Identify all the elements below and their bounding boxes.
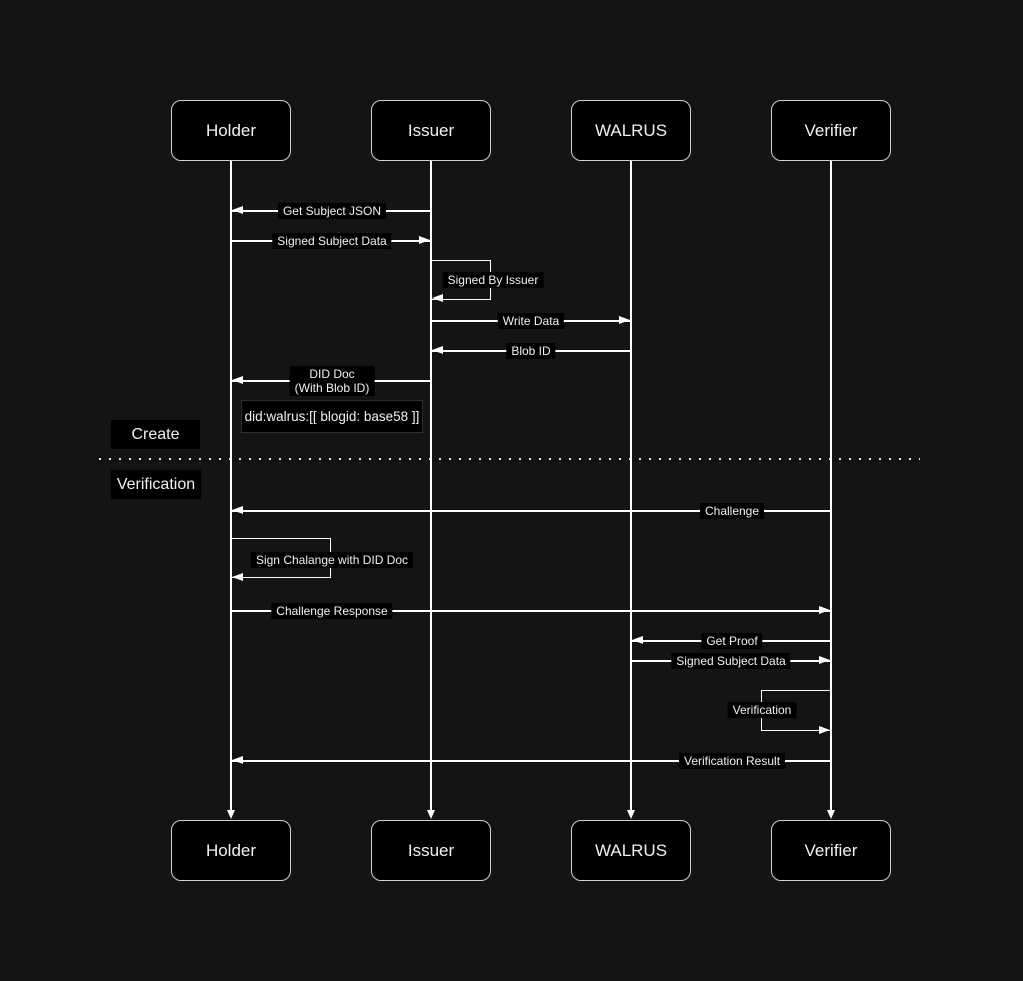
message-label: Get Subject JSON xyxy=(277,203,387,219)
message-label-line1: DID Doc xyxy=(309,367,355,381)
message-label: Challenge Response xyxy=(271,603,393,619)
lifeline-end-arrow xyxy=(627,810,635,819)
actor-walrus-top: WALRUS xyxy=(571,100,691,161)
actor-holder-bottom: Holder xyxy=(171,820,291,881)
section-label-text: Create xyxy=(131,425,180,443)
actor-verifier-top: Verifier xyxy=(771,100,891,161)
arrowhead-left-icon xyxy=(232,376,243,384)
actor-label: Verifier xyxy=(804,120,858,140)
actor-label: Holder xyxy=(205,840,257,860)
message-line xyxy=(231,510,831,512)
actor-label: WALRUS xyxy=(594,120,668,140)
arrowhead-left-icon xyxy=(232,756,243,764)
message-label: DID Doc (With Blob ID) xyxy=(289,366,375,396)
actor-holder-top: Holder xyxy=(171,100,291,161)
message-label: Verification xyxy=(727,702,797,718)
note-text: did:walrus:[[ blogid: base58 ]] xyxy=(244,409,420,424)
message-line xyxy=(231,610,831,612)
actor-label: Holder xyxy=(205,120,257,140)
message-label: Signed By Issuer xyxy=(442,272,544,288)
note-did-walrus: did:walrus:[[ blogid: base58 ]] xyxy=(241,400,423,433)
message-label-line2: (With Blob ID) xyxy=(294,381,370,395)
arrowhead-left-icon xyxy=(432,346,443,354)
arrowhead-left-icon xyxy=(632,636,643,644)
arrowhead-left-icon xyxy=(432,294,443,302)
section-divider-dotted-line xyxy=(99,458,920,460)
actor-verifier-bottom: Verifier xyxy=(771,820,891,881)
actor-issuer-top: Issuer xyxy=(371,100,491,161)
lifeline-issuer xyxy=(430,161,432,811)
message-label: Sign Chalange with DID Doc xyxy=(250,552,414,568)
arrowhead-left-icon xyxy=(232,206,243,214)
message-label: Write Data xyxy=(497,313,565,329)
arrowhead-left-icon xyxy=(232,573,243,581)
message-label: Challenge xyxy=(699,503,765,519)
arrowhead-right-icon xyxy=(419,236,430,244)
message-label: Verification Result xyxy=(678,753,786,769)
actor-label: Issuer xyxy=(407,840,455,860)
arrowhead-right-icon xyxy=(819,656,830,664)
arrowhead-right-icon xyxy=(819,726,830,734)
message-label: Signed Subject Data xyxy=(671,653,791,669)
lifeline-holder xyxy=(230,161,232,811)
actor-label: Issuer xyxy=(407,120,455,140)
message-label: Signed Subject Data xyxy=(272,233,392,249)
arrowhead-right-icon xyxy=(819,606,830,614)
lifeline-end-arrow xyxy=(427,810,435,819)
actor-label: Verifier xyxy=(804,840,858,860)
lifeline-verifier xyxy=(830,161,832,811)
message-label: Get Proof xyxy=(701,633,763,649)
lifeline-walrus xyxy=(630,161,632,811)
message-line xyxy=(231,760,831,762)
lifeline-end-arrow xyxy=(827,810,835,819)
section-label-create: Create xyxy=(111,420,200,449)
section-label-verification: Verification xyxy=(111,470,201,499)
actor-label: WALRUS xyxy=(594,840,668,860)
section-label-text: Verification xyxy=(116,475,196,493)
actor-walrus-bottom: WALRUS xyxy=(571,820,691,881)
arrowhead-right-icon xyxy=(619,316,630,324)
message-label: Blob ID xyxy=(506,343,556,359)
actor-issuer-bottom: Issuer xyxy=(371,820,491,881)
arrowhead-left-icon xyxy=(232,506,243,514)
lifeline-end-arrow xyxy=(227,810,235,819)
